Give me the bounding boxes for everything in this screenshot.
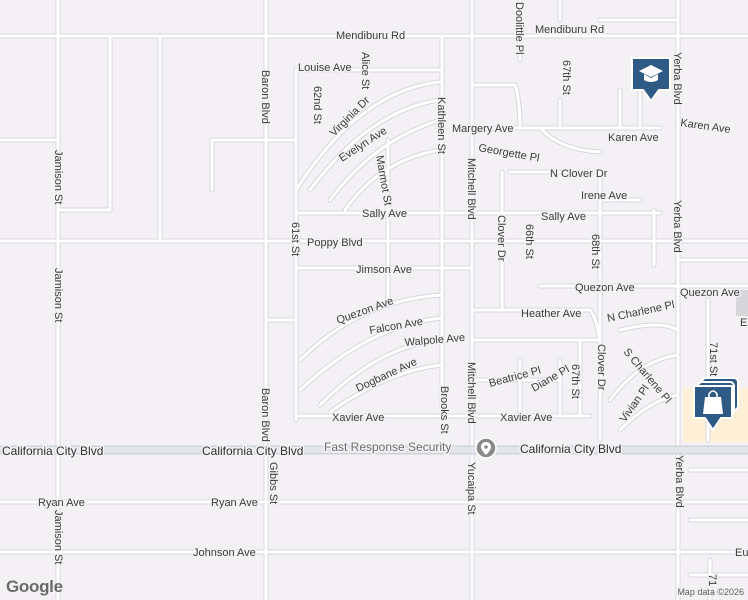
street-label: Heather Ave: [521, 308, 581, 320]
street-label: Ryan Ave: [211, 497, 258, 509]
street-label: Baron Blvd: [259, 388, 271, 442]
street-label: Alice St: [359, 52, 371, 89]
street-label: Sally Ave: [362, 208, 407, 220]
street-label: Clover Dr: [595, 344, 607, 391]
shopping-pin[interactable]: [693, 377, 739, 431]
street-label: N Clover Dr: [550, 168, 608, 180]
street-label: Xavier Ave: [332, 412, 384, 424]
street-label: 71st St: [707, 342, 719, 376]
street-label: 71: [706, 574, 718, 586]
street-label: Jamison St: [52, 268, 64, 322]
street-label: Ryan Ave: [38, 497, 85, 509]
street-label: Clover Dr: [495, 215, 507, 262]
street-label: Doolittle Pl: [513, 2, 525, 55]
street-label: 66th St: [523, 224, 535, 259]
street-label: Yucaipa St: [465, 462, 477, 515]
street-label: Georgette Pl: [477, 142, 540, 165]
street-label: 68th St: [589, 234, 601, 269]
poi-fast-response-security[interactable]: Fast Response Security: [323, 437, 497, 459]
street-label: Mendiburu Rd: [535, 24, 604, 36]
school-pin[interactable]: [631, 57, 671, 102]
google-logo: Google: [6, 577, 63, 596]
street-label: Mitchell Blvd: [465, 158, 477, 220]
street-label: 67th St: [569, 364, 581, 399]
street-label: California City Blvd: [2, 444, 103, 458]
street-label: Mitchell Blvd: [465, 362, 477, 424]
street-label: California City Blvd: [520, 442, 621, 456]
street-label: Jamison St: [52, 510, 64, 564]
shopping-bag-icon: [703, 390, 723, 414]
street-label: Falcon Ave: [368, 316, 423, 337]
street-label: California City Blvd: [202, 444, 303, 458]
street-label: Kathleen St: [435, 97, 447, 154]
street-label: E: [740, 317, 747, 329]
street-label: Dogbane Ave: [354, 356, 419, 395]
street-label: Gibbs St: [267, 462, 279, 504]
building: [736, 290, 748, 316]
street-label: Walpole Ave: [404, 332, 465, 349]
street-label: Yerba Blvd: [671, 52, 683, 105]
street-label: Quezon Ave: [680, 287, 740, 299]
street-label: Margery Ave: [452, 123, 514, 135]
map-attribution: Map data ©2026: [677, 587, 744, 597]
street-label: Johnson Ave: [193, 547, 256, 559]
street-label: Yerba Blvd: [671, 200, 683, 253]
street-label: Sally Ave: [541, 211, 586, 223]
street-label: Mendiburu Rd: [336, 30, 405, 42]
street-label: Quezon Ave: [575, 282, 635, 294]
street-label: Brooks St: [438, 386, 450, 434]
street-label: Yerba Blvd: [673, 455, 685, 508]
street-label: Karen Ave: [680, 117, 732, 136]
street-label: 61st St: [289, 222, 301, 256]
street-label: Karen Ave: [608, 132, 659, 144]
street-label: Eu: [735, 547, 748, 559]
street-label: 62nd St: [311, 86, 323, 124]
street-label: 67th St: [560, 60, 572, 95]
street-label: Jimson Ave: [356, 264, 412, 276]
poi-label[interactable]: Fast Response Security: [323, 439, 453, 456]
street-label: Xavier Ave: [500, 412, 552, 424]
street-label: Poppy Blvd: [307, 237, 363, 249]
street-label: Jamison St: [52, 150, 64, 204]
street-label: Irene Ave: [581, 190, 627, 202]
graduation-cap-icon: [639, 65, 663, 82]
street-label: Louise Ave: [298, 62, 352, 74]
street-label: N Charlene Pl: [606, 299, 675, 325]
location-dot-icon[interactable]: [475, 437, 497, 459]
street-label: Marmot St: [373, 154, 394, 206]
street-label: Baron Blvd: [259, 70, 271, 124]
